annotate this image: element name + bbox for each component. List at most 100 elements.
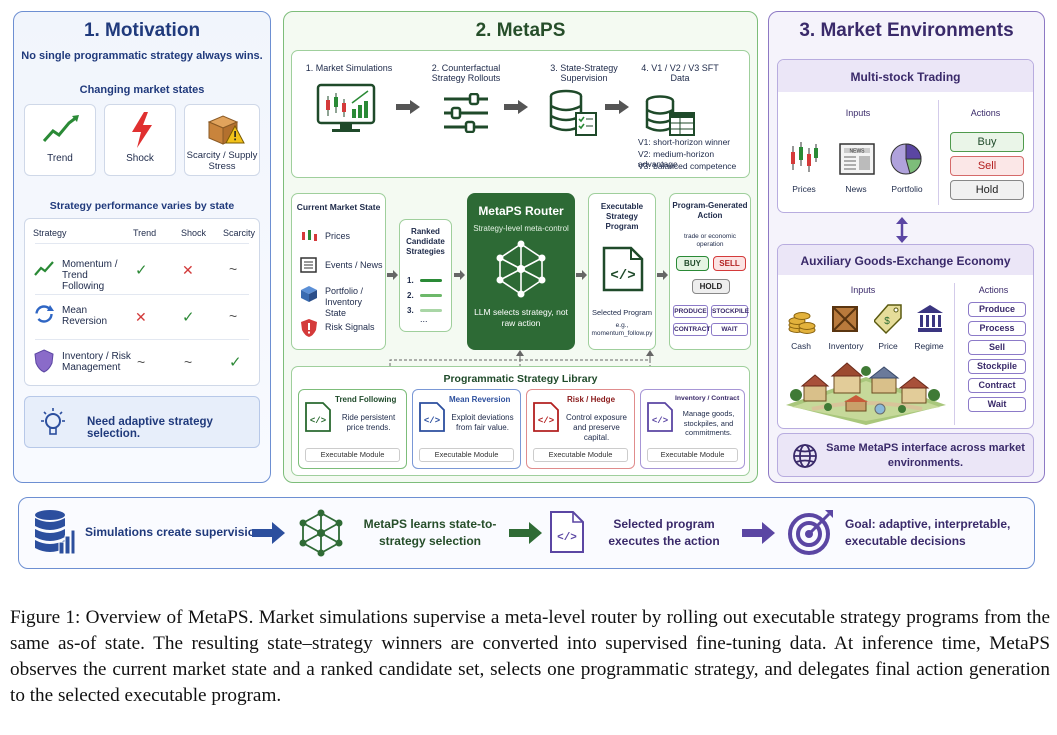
multi-input-label: Prices	[792, 184, 816, 194]
metaps-title: 2. MetaPS	[475, 20, 566, 41]
figure-caption: Figure 1: Overview of MetaPS. Market sim…	[10, 607, 1050, 706]
table-cell: ~	[184, 354, 193, 370]
divider	[938, 100, 939, 205]
divider	[954, 283, 955, 425]
village-illustration	[786, 362, 946, 425]
multi-action-buy: Buy	[950, 132, 1024, 152]
exec-example: e.g., momentum_follow.py	[591, 322, 653, 337]
router-note: LLM selects strategy, not raw action	[474, 307, 568, 328]
code-file-icon: </>	[305, 402, 331, 432]
aux-header	[778, 245, 1033, 275]
table-cell: ✕	[182, 262, 194, 278]
goal-label: Goal:	[845, 517, 876, 531]
need-text: Need adaptive strategy selection.	[87, 416, 213, 440]
multi-input-label: Portfolio	[891, 184, 923, 194]
arrow-right-icon	[605, 100, 629, 114]
aux-input-label: Regime	[914, 341, 944, 351]
markets-title: 3. Market Environments	[799, 20, 1014, 41]
pie-chart-icon	[890, 143, 922, 175]
aux-actions-title: Actions	[978, 285, 1009, 295]
table-cell: ✓	[135, 262, 148, 279]
pipeline-step-label: 3. State-Strategy Supervision	[550, 63, 618, 83]
perf-title: Strategy performance varies by state	[49, 200, 235, 212]
lightning-icon	[132, 112, 152, 148]
aux-action-produce: Produce	[968, 302, 1026, 317]
ranked-bar	[420, 294, 442, 297]
sell-action: SELL	[713, 256, 746, 271]
state-item: Events / News	[325, 260, 383, 270]
module-title: Trend Following	[335, 395, 397, 404]
svg-text:</>: </>	[652, 416, 668, 426]
table-divider	[35, 243, 249, 244]
module-footer: Executable Module	[533, 448, 628, 462]
router-subtitle: Strategy-level meta-control	[473, 224, 569, 233]
database-check-icon	[549, 89, 597, 136]
same-interface-text: Same MetaPS interface across market envi…	[826, 442, 1025, 469]
price-tag-icon: $	[874, 304, 902, 335]
states-title: Changing market states	[79, 84, 205, 96]
table-header-strategy: Strategy	[33, 228, 67, 238]
state-card-shock: Shock	[104, 104, 176, 176]
state-card-scarcity: Scarcity / Supply Stress	[184, 104, 260, 176]
database-table-icon	[645, 95, 695, 136]
news-text: NEWS	[850, 149, 866, 155]
pipeline-box: 1. Market Simulations 2. Counterfactual …	[291, 50, 750, 178]
arrow-right-icon	[657, 270, 668, 280]
table-header-shock: Shock	[181, 228, 207, 238]
aux-inputs-title: Inputs	[850, 285, 876, 295]
module-title: Risk / Hedge	[567, 395, 616, 404]
table-cell: ~	[137, 354, 146, 370]
code-file-icon: </>	[533, 402, 559, 432]
module-card: </> Risk / Hedge Control exposure and pr…	[526, 389, 635, 469]
buy-action: BUY	[676, 256, 709, 271]
multi-stock-header	[778, 60, 1033, 92]
gen-subtitle: trade or economic operation	[683, 233, 737, 248]
exec-program-box: Executable Strategy Program </> Selected…	[588, 193, 656, 350]
cube-icon	[301, 286, 317, 302]
aux-action-sell: Sell	[968, 340, 1026, 355]
table-cell: ~	[229, 261, 238, 277]
table-cell: ✓	[229, 354, 242, 371]
cycle-icon	[35, 305, 54, 323]
market-state-box: Current Market State Prices Events / New…	[291, 193, 386, 350]
module-desc: Control exposure and preserve capital.	[566, 413, 627, 442]
ranked-item: 3.	[407, 306, 414, 315]
network-icon	[299, 509, 343, 557]
gen-title: Program-Generated Action	[672, 201, 748, 220]
pipeline-step-label: 4. V1 / V2 / V3 SFT Data	[641, 63, 719, 83]
multi-action-hold: Hold	[950, 180, 1024, 200]
state-label-trend: Trend	[47, 153, 73, 164]
version-line: V2: medium-horizon advantage	[638, 149, 715, 169]
produce-action: PRODUCE	[673, 305, 708, 318]
perf-table: Strategy Trend Shock Scarcity Momentum /…	[24, 218, 260, 386]
svg-text:</>: </>	[538, 416, 554, 426]
markets-panel: 3. Market Environments Multi-stock Tradi…	[768, 11, 1045, 483]
module-footer: Executable Module	[419, 448, 514, 462]
arrow-right-icon	[252, 522, 285, 544]
state-label-scarcity: Scarcity / Supply Stress	[186, 150, 258, 172]
svg-text:</>: </>	[310, 416, 326, 426]
exec-title: Executable Strategy Program	[600, 202, 644, 231]
newspaper-icon: NEWS	[839, 143, 875, 175]
ranked-item: 2.	[407, 291, 414, 300]
arrow-right-icon	[509, 522, 542, 544]
module-footer: Executable Module	[647, 448, 738, 462]
motivation-panel: 1. Motivation No single programmatic str…	[13, 11, 271, 483]
bank-icon	[917, 305, 943, 332]
svg-text:</>: </>	[424, 416, 440, 426]
flow-step-1: Simulations create supervision	[85, 525, 263, 539]
lightbulb-icon	[41, 408, 65, 435]
code-file-icon: </>	[550, 511, 584, 553]
aux-input-label: Inventory	[828, 341, 864, 351]
state-card-trend: Trend	[24, 104, 96, 176]
globe-icon	[793, 444, 817, 468]
table-row-name: Inventory / Risk Management	[62, 351, 131, 373]
state-item: Risk Signals	[325, 322, 375, 332]
svg-text:$: $	[884, 316, 890, 327]
table-divider	[35, 294, 249, 295]
ranked-item: ...	[420, 314, 428, 324]
state-item: Portfolio / Inventory State	[325, 286, 364, 318]
exec-selected: Selected Program	[591, 308, 653, 317]
module-title: Mean Reversion	[449, 395, 511, 404]
